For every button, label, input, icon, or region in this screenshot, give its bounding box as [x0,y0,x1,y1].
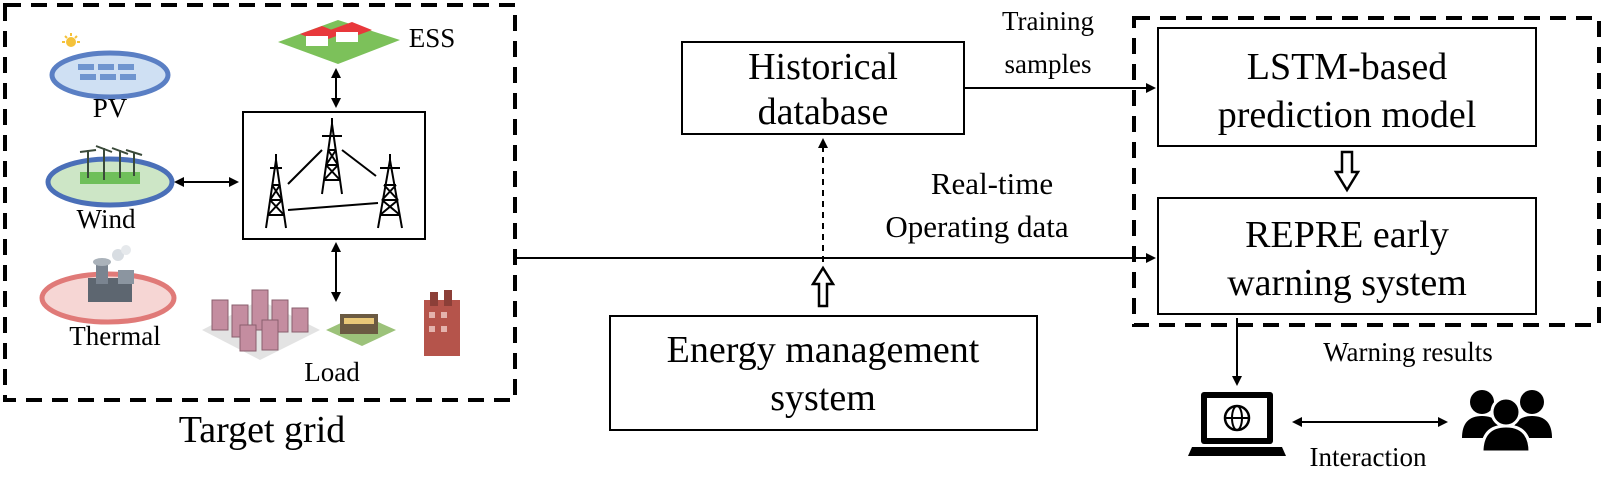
ems-line2: system [770,377,876,419]
thermal-plant-icon [39,245,177,325]
realtime-line2: Operating data [885,209,1069,244]
pv-icon [49,33,171,100]
training-samples-line2: samples [1005,49,1092,79]
city-buildings-icon [202,289,460,360]
lstm-line1: LSTM-based [1247,46,1448,88]
ems-line1: Energy management [667,329,980,371]
historical-database-line2: database [758,91,889,133]
historical-database-box [681,41,965,135]
repre-system-box [1157,197,1537,315]
repre-line1: REPRE early [1245,214,1449,256]
wind-farm-icon [45,145,175,208]
repre-line2: warning system [1227,262,1467,304]
ess-label: ESS [409,23,456,53]
pv-label: PV [93,93,128,123]
load-label: Load [304,357,360,387]
ems-up-hollow-arrow [810,265,836,308]
ems-box [609,315,1038,431]
users-group-icon [1462,390,1552,454]
lstm-line2: prediction model [1218,94,1477,136]
interaction-label: Interaction [1310,442,1427,472]
historical-database-line1: Historical [748,46,898,88]
lstm-model-box [1157,27,1537,147]
warning-system-boundary [1132,16,1601,327]
ess-building-icon [278,20,400,64]
target-grid-caption: Target grid [179,409,346,451]
lstm-to-repre-hollow-arrow [1333,150,1361,193]
thermal-label: Thermal [69,321,160,351]
realtime-line1: Real-time [931,166,1053,201]
target-grid-boundary [3,3,517,402]
transmission-tower-icon [265,118,403,229]
wind-label: Wind [77,204,136,234]
laptop-globe-icon [1188,392,1286,456]
training-samples-line1: Training [1002,6,1094,36]
warning-results-label: Warning results [1323,337,1493,367]
